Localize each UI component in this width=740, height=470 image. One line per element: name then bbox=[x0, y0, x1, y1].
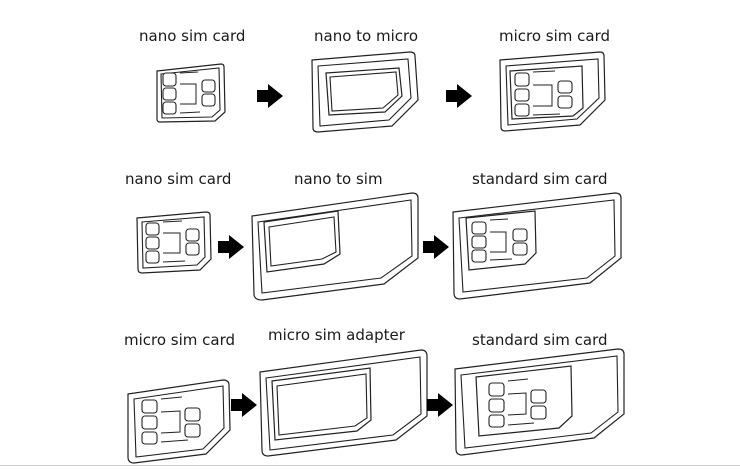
row2-arrow-2-icon bbox=[423, 235, 449, 259]
row2-arrow-1-icon bbox=[218, 235, 244, 259]
row1-result-label: micro sim card bbox=[499, 27, 611, 45]
row1-nano-sim-label: nano sim card bbox=[139, 27, 246, 45]
row2-nano-sim-label: nano sim card bbox=[125, 170, 232, 188]
row1-adapter-label: nano to micro bbox=[314, 27, 419, 45]
row3-arrow-1-icon bbox=[231, 393, 257, 417]
row3-micro-sim-icon bbox=[127, 379, 231, 464]
row1-micro-sim-icon bbox=[499, 51, 606, 132]
row1-adapter-icon bbox=[311, 51, 419, 133]
row2-adapter-icon bbox=[251, 192, 419, 301]
row2-standard-sim-icon bbox=[452, 192, 622, 300]
row3-adapter-icon bbox=[259, 349, 428, 457]
row3-result-label: standard sim card bbox=[472, 331, 608, 349]
bottom-divider bbox=[0, 465, 740, 466]
row2-adapter-label: nano to sim bbox=[294, 170, 383, 188]
row3-standard-sim-icon bbox=[454, 348, 625, 456]
row1-arrow-2-icon bbox=[446, 84, 472, 108]
row1-arrow-1-icon bbox=[257, 84, 283, 108]
row1-nano-sim-icon bbox=[156, 63, 226, 123]
row2-result-label: standard sim card bbox=[472, 170, 608, 188]
row3-micro-sim-label: micro sim card bbox=[124, 331, 236, 349]
row3-adapter-label: micro sim adapter bbox=[268, 326, 405, 344]
row3-arrow-2-icon bbox=[427, 393, 453, 417]
row2-nano-sim-icon bbox=[136, 211, 212, 274]
